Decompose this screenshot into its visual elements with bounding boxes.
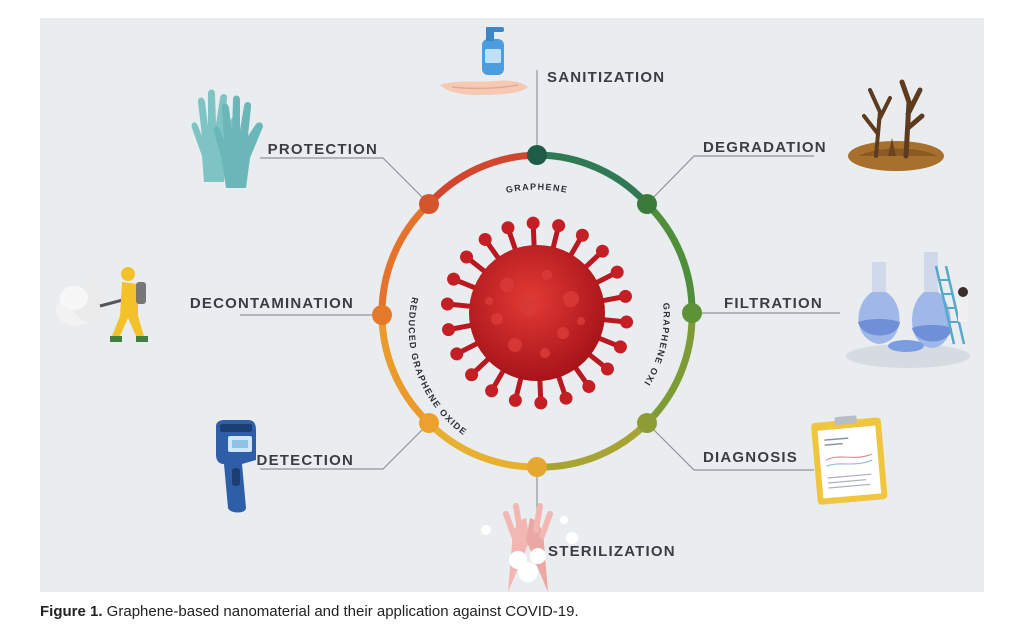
node-protection (419, 194, 439, 214)
label-filtration: FILTRATION (724, 295, 823, 312)
node-filtration (682, 303, 702, 323)
node-detection (419, 413, 439, 433)
virus-surface-spot (520, 298, 538, 316)
label-decontamination: DECONTAMINATION (190, 295, 354, 312)
ring-segment-sanitization-degradation (536, 151, 650, 207)
virus-surface-spot (557, 327, 569, 339)
figure-panel: GRAPHENE GRAPHENE OXIDE REDUCED GRAPHENE… (40, 18, 984, 592)
virus-spike-tip (450, 347, 464, 361)
hand-washing-icon (481, 503, 578, 592)
ring-segment-protection-sanitization (426, 151, 538, 207)
virus-surface-spot (542, 270, 552, 280)
label-sanitization: SANITIZATION (547, 69, 665, 86)
virus-spike-tip (582, 380, 596, 394)
ring-segment-filtration-diagnosis (644, 312, 696, 426)
ring-label-graphene: GRAPHENE (505, 182, 569, 195)
ring-nodes (372, 145, 702, 477)
ring-segment-degradation-filtration (644, 201, 696, 314)
node-decontamination (372, 305, 392, 325)
virus-surface-spot (508, 338, 522, 352)
virus-spike-tip (442, 323, 456, 337)
virus-spike-tip (447, 272, 461, 286)
connector-detection (260, 422, 430, 470)
hand-sanitizer-icon (440, 27, 528, 95)
virus-body (469, 245, 605, 381)
caption-text: Graphene-based nanomaterial and their ap… (102, 603, 579, 620)
virus-spike-tip (575, 228, 589, 242)
virus-spike-tip (618, 289, 632, 303)
graphene-application-diagram: GRAPHENE GRAPHENE OXIDE REDUCED GRAPHENE… (40, 18, 970, 592)
virus-spike-tip (620, 315, 634, 329)
connector-diagnosis (646, 422, 814, 471)
virus-surface-spot (491, 313, 503, 325)
virus-spike-tip (460, 250, 474, 264)
caption-label: Figure 1. (40, 603, 103, 620)
virus-spike-tip (526, 216, 540, 230)
virus-spike-tip (595, 244, 609, 258)
label-protection: PROTECTION (268, 141, 378, 158)
coronavirus-icon (440, 216, 634, 410)
ring-segment-detection-decontamination (378, 314, 432, 426)
virus-surface-spot (577, 317, 585, 325)
gloves-icon (191, 89, 263, 188)
clipboard-report-icon (811, 415, 888, 505)
virus-surface-spot (485, 297, 493, 305)
virus-surface-spot (540, 348, 550, 358)
virus-spike-tip (534, 396, 548, 410)
virus-spike-tip (610, 265, 624, 279)
label-detection: DETECTION (257, 452, 354, 469)
infrared-thermometer-icon (216, 420, 256, 513)
virus-surface-spot (563, 291, 579, 307)
virus-surface-spot (500, 278, 514, 292)
connector-degradation (646, 155, 814, 205)
lab-flasks-icon (846, 252, 970, 368)
label-degradation: DEGRADATION (703, 139, 827, 156)
node-sanitization (527, 145, 547, 165)
ring-segment-decontamination-protection (378, 201, 432, 316)
virus-spike-tip (613, 340, 627, 354)
ring-label-reduced-graphene-oxide: REDUCED GRAPHENE OXIDE (407, 296, 469, 437)
hazmat-sprayer-icon (56, 267, 148, 342)
connector-lines (240, 70, 840, 558)
node-diagnosis (637, 413, 657, 433)
virus-spike-tip (501, 221, 515, 235)
node-sterilization (527, 457, 547, 477)
label-sterilization: STERILIZATION (548, 543, 676, 560)
ring-segment-sterilization-detection (426, 420, 538, 471)
virus-spike-tip (465, 368, 479, 382)
virus-spike-tip (559, 391, 573, 405)
label-diagnosis: DIAGNOSIS (703, 449, 798, 466)
virus-spike-tip (552, 219, 566, 233)
ring-segment-diagnosis-sterilization (536, 420, 650, 471)
connector-protection (260, 157, 430, 205)
virus-spike-tip (508, 393, 522, 407)
virus-spike-tip (600, 362, 614, 376)
figure-caption: Figure 1. Graphene-based nanomaterial an… (40, 603, 984, 620)
graphene-ring (378, 151, 696, 471)
virus-spike-tip (485, 384, 499, 398)
virus-spike-tip (478, 232, 492, 246)
virus-spike-tip (440, 297, 454, 311)
node-degradation (637, 194, 657, 214)
dead-trees-icon (848, 79, 944, 171)
